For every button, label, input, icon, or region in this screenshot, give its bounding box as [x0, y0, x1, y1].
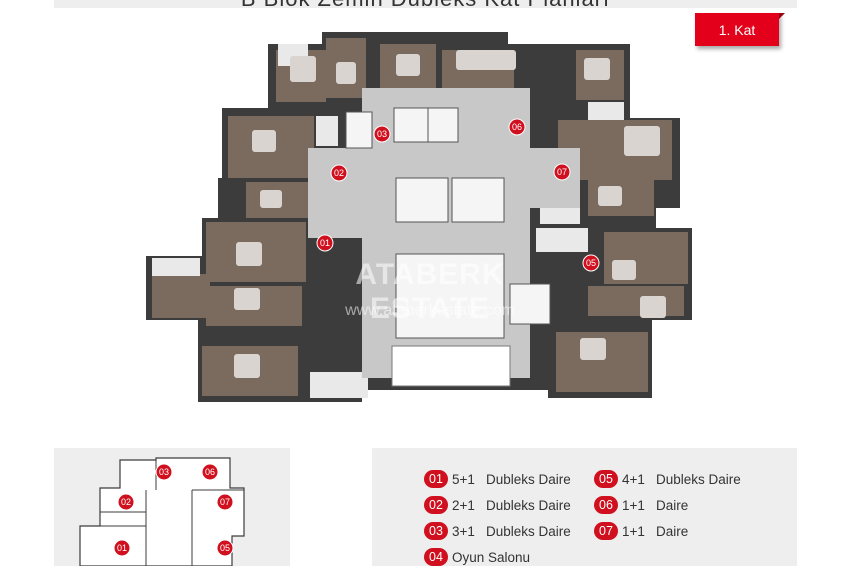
key-marker-07: 07 — [216, 493, 234, 511]
key-marker-05: 05 — [216, 539, 234, 557]
key-marker-03: 03 — [155, 463, 173, 481]
legend-desc: Dubleks Daire — [486, 497, 571, 513]
legend-desc: Daire — [656, 497, 689, 513]
legend-badge: 03 — [424, 522, 448, 540]
room-floors — [152, 38, 688, 396]
legend-type: 1+1 — [622, 523, 645, 539]
key-plan-panel: 03 06 02 07 01 05 — [54, 448, 290, 566]
legend-type: 2+1 — [452, 497, 475, 513]
key-marker-01: 01 — [113, 539, 131, 557]
floor-badge[interactable]: 1. Kat — [695, 13, 785, 46]
key-plan — [79, 457, 245, 566]
legend-type: 3+1 — [452, 523, 475, 539]
legend-badge: 07 — [594, 522, 618, 540]
svg-text:05: 05 — [220, 543, 230, 553]
balcony — [391, 345, 511, 387]
key-plan-markers: 03 06 02 07 01 05 — [113, 463, 234, 557]
legend-desc: Dubleks Daire — [656, 471, 741, 487]
legend-desc: Daire — [656, 523, 689, 539]
legend-type: 4+1 — [622, 471, 645, 487]
legend-desc: Dubleks Daire — [486, 471, 571, 487]
legend-type: 1+1 — [622, 497, 645, 513]
page-title: B Blok Zemin Dubleks Kat Planları — [54, 0, 797, 8]
furniture — [234, 50, 666, 378]
legend-badge: 05 — [594, 470, 618, 488]
legend-badge: 01 — [424, 470, 448, 488]
legend-desc: Dubleks Daire — [486, 523, 571, 539]
stair-cores — [345, 107, 551, 339]
key-marker-02: 02 — [117, 493, 135, 511]
legend-type: 5+1 — [452, 471, 475, 487]
svg-text:03: 03 — [159, 467, 169, 477]
legend-badge: 04 — [424, 548, 448, 566]
svg-text:02: 02 — [121, 497, 131, 507]
svg-text:06: 06 — [205, 467, 215, 477]
svg-text:07: 07 — [220, 497, 230, 507]
legend-desc: Oyun Salonu — [452, 549, 531, 565]
svg-text:01: 01 — [117, 543, 127, 553]
legend-badge: 06 — [594, 496, 618, 514]
key-plan-outline — [79, 457, 245, 566]
legend-badge: 02 — [424, 496, 448, 514]
floor-plan — [146, 32, 692, 402]
title-bar: B Blok Zemin Dubleks Kat Planları — [54, 0, 797, 8]
key-marker-06: 06 — [201, 463, 219, 481]
